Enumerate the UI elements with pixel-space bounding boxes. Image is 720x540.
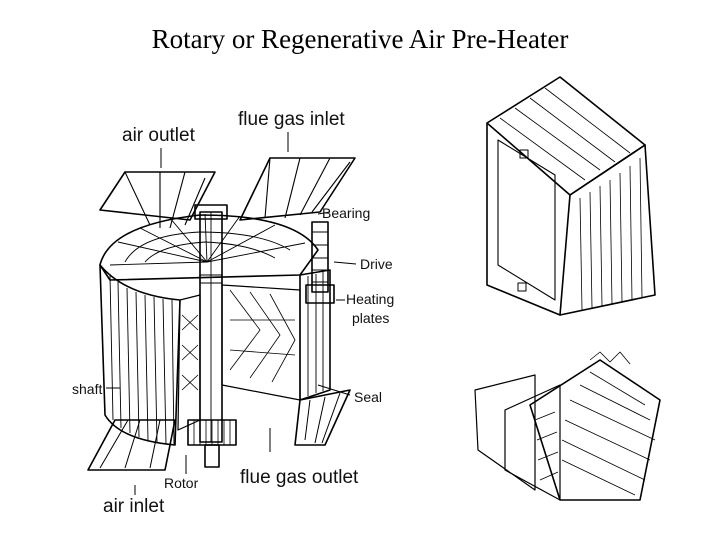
rotary-preheater-drawing: [87, 132, 357, 495]
heating-element-basket: [486, 76, 656, 316]
label-flue-gas-inlet: flue gas inlet: [238, 109, 345, 130]
label-seal: Seal: [354, 389, 383, 405]
label-drive: Drive: [360, 256, 393, 272]
label-air-outlet: air outlet: [122, 125, 195, 146]
label-shaft: shaft: [72, 381, 103, 397]
label-plates: plates: [352, 310, 390, 326]
label-rotor: Rotor: [164, 475, 199, 491]
label-flue-gas-outlet: flue gas outlet: [240, 467, 359, 488]
diagram-title: Rotary or Regenerative Air Pre-Heater: [151, 24, 569, 54]
label-air-inlet: air inlet: [103, 496, 165, 517]
label-bearing: Bearing: [322, 205, 371, 221]
label-heating: Heating: [346, 291, 395, 307]
corrugated-plates: [474, 351, 661, 501]
